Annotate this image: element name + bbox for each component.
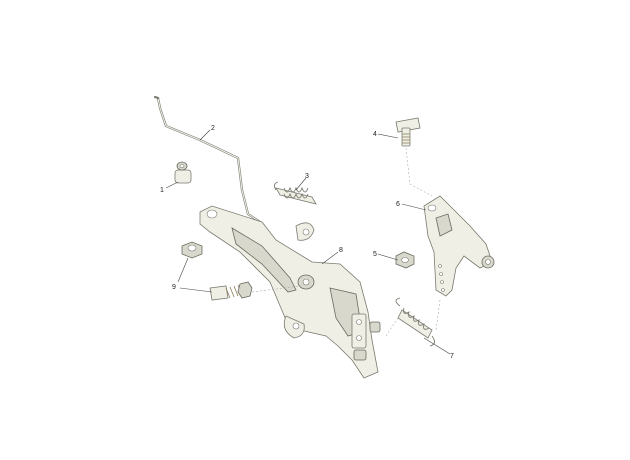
leader-lines <box>165 129 451 355</box>
leader-9b <box>179 287 213 293</box>
callout-2: 2 <box>211 125 215 132</box>
callout-7: 7 <box>450 353 454 360</box>
part-3-spring <box>273 181 317 205</box>
part-9-bolt <box>181 241 301 301</box>
part-7-spring <box>385 297 441 347</box>
callout-3: 3 <box>305 173 309 180</box>
part-4-t-bolt <box>395 117 433 197</box>
callout-5: 5 <box>373 251 377 258</box>
callout-6: 6 <box>396 201 400 208</box>
leader-2 <box>199 129 211 141</box>
leader-4 <box>377 133 399 139</box>
callout-labels: 1 2 3 4 5 6 7 8 9 <box>160 125 454 360</box>
leader-6 <box>401 203 427 211</box>
callout-8: 8 <box>339 247 343 254</box>
leader-1 <box>165 181 179 189</box>
callout-9: 9 <box>172 284 176 291</box>
leader-8 <box>321 251 339 265</box>
callout-4: 4 <box>373 131 377 138</box>
part-1-clip <box>174 161 192 184</box>
leader-9a <box>177 257 189 283</box>
leader-3 <box>295 177 307 191</box>
part-6-pivot-plate <box>423 195 495 297</box>
callout-1: 1 <box>160 187 164 194</box>
leader-7 <box>423 337 451 355</box>
part-5-nut <box>395 251 415 269</box>
part-8-bracket <box>199 205 381 379</box>
leader-5 <box>377 253 399 261</box>
part-2-control-rod <box>153 95 272 236</box>
